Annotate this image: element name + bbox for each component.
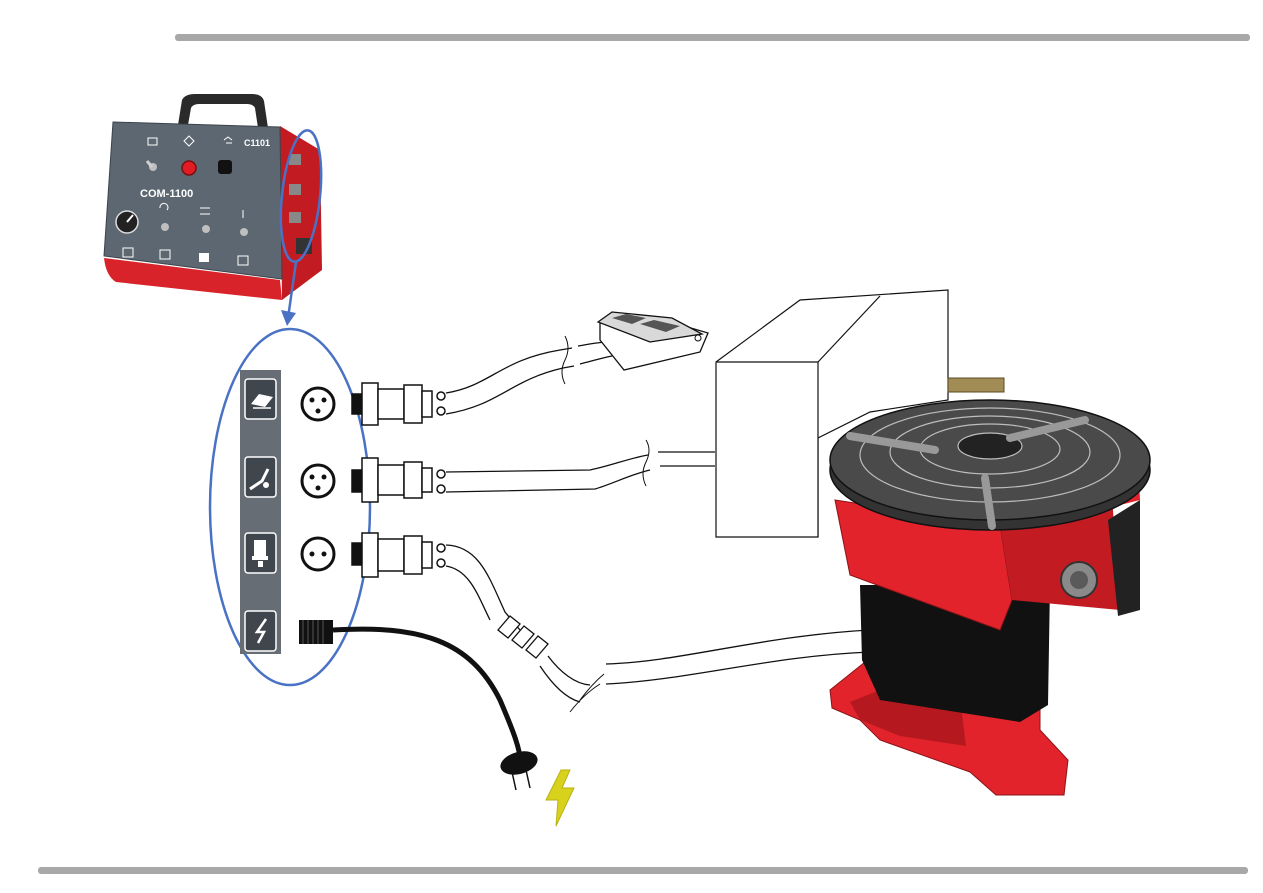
code-label: C1101 bbox=[244, 138, 270, 148]
motor-socket[interactable] bbox=[302, 538, 334, 570]
mains-plug bbox=[498, 747, 540, 778]
handle bbox=[178, 94, 268, 128]
emergency-button[interactable] bbox=[182, 161, 196, 175]
power-lightning-icon bbox=[546, 770, 574, 826]
pedal-socket[interactable] bbox=[302, 388, 334, 420]
speed-dial[interactable] bbox=[116, 211, 138, 233]
plugs bbox=[352, 383, 445, 577]
power-icon bbox=[245, 611, 276, 651]
callout-arrow-icon bbox=[281, 310, 296, 326]
welding-torch-icon bbox=[245, 457, 276, 497]
foot-pedal bbox=[598, 312, 708, 370]
connector-strip bbox=[240, 370, 334, 654]
foot-pedal-icon bbox=[245, 379, 276, 419]
power-cord bbox=[333, 629, 520, 760]
controller-box: COM-1100 C1101 bbox=[104, 94, 322, 300]
torch-socket[interactable] bbox=[302, 465, 334, 497]
positioner-motor-icon bbox=[245, 533, 276, 573]
rocker-switch[interactable] bbox=[218, 160, 232, 174]
power-inlet[interactable] bbox=[299, 620, 333, 644]
mounting-bracket bbox=[948, 378, 1004, 392]
welding-positioner bbox=[830, 400, 1150, 795]
model-label: COM-1100 bbox=[140, 188, 193, 200]
